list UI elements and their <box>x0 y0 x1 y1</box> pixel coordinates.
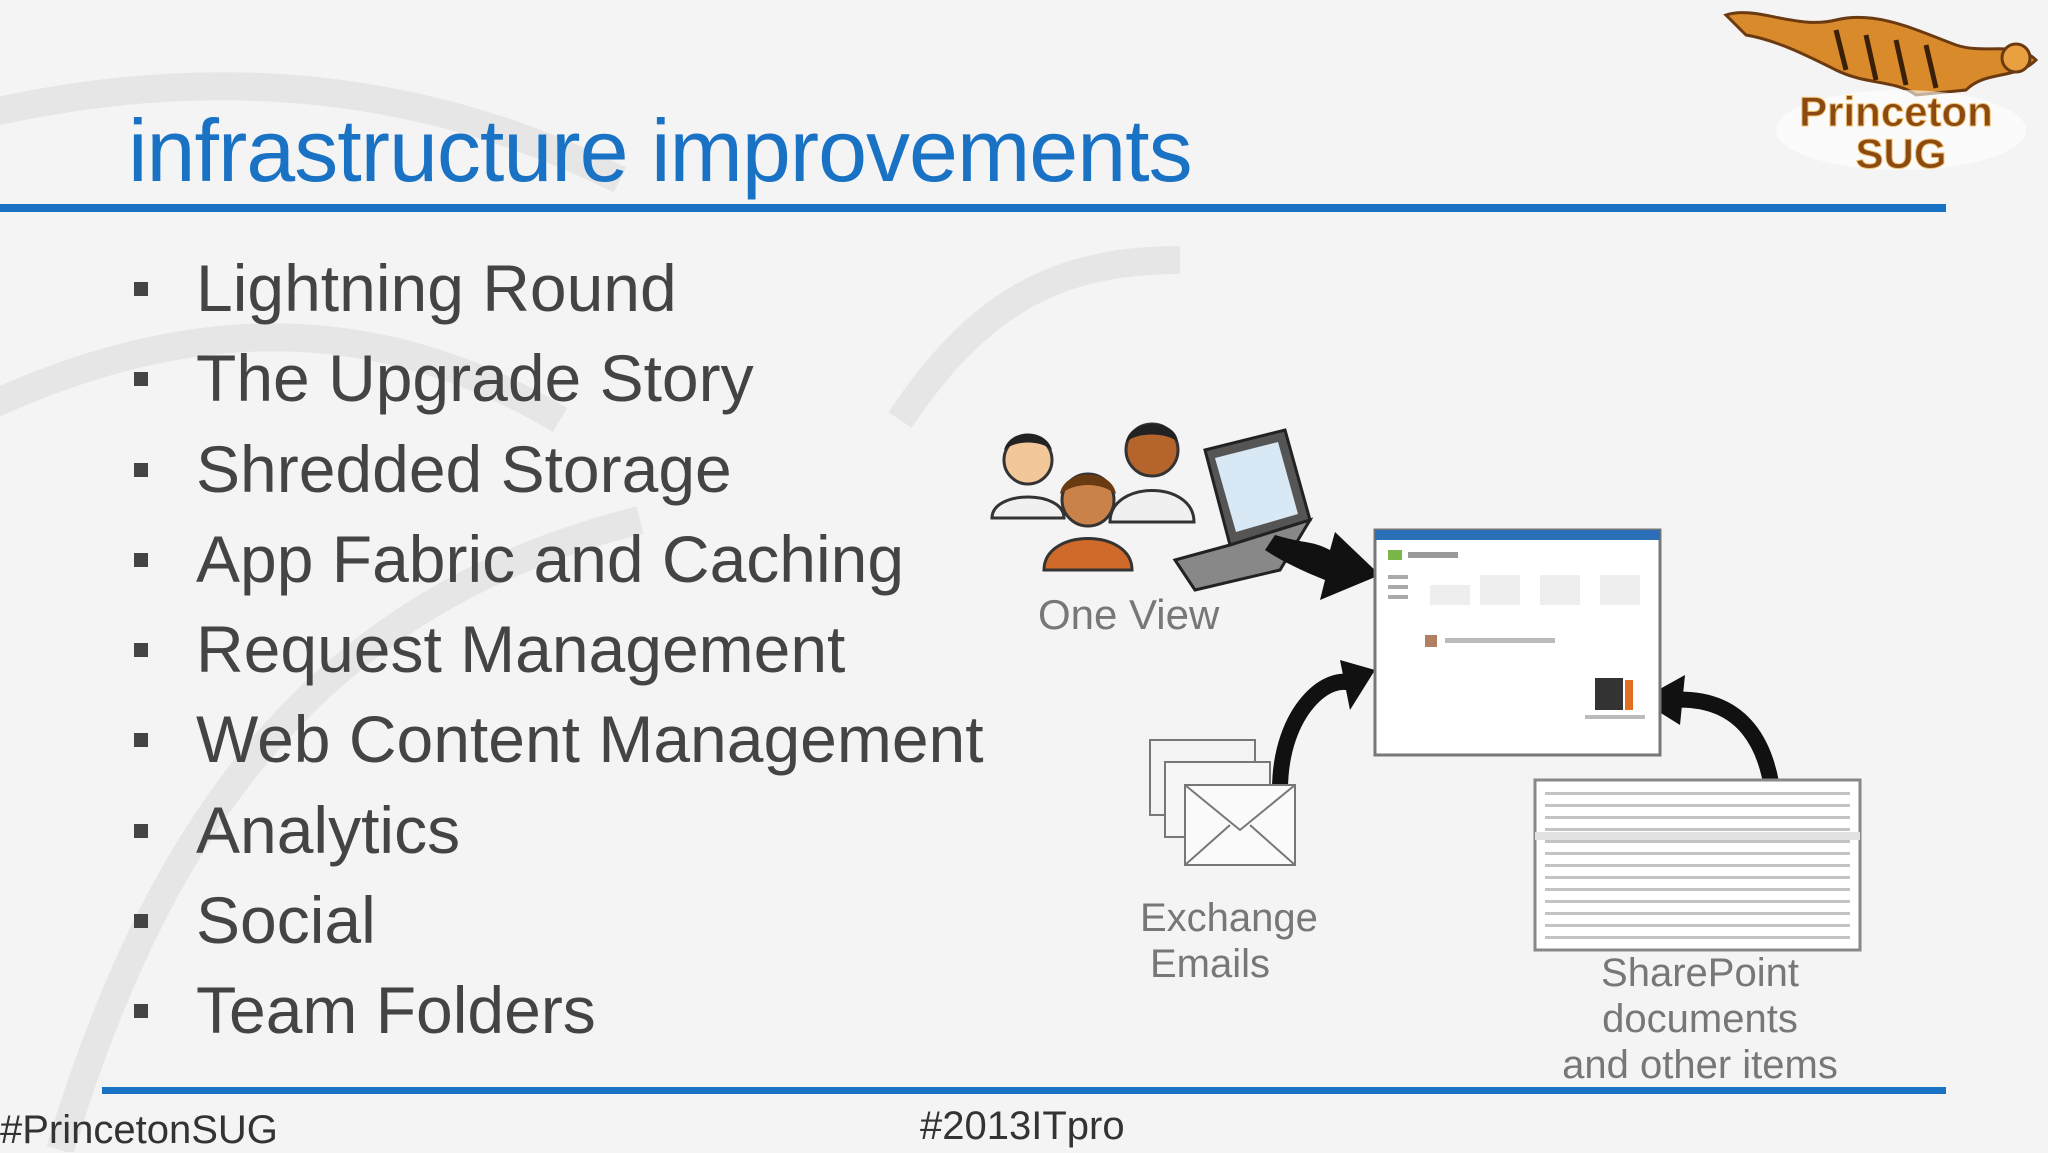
logo-text-sug: SUG <box>1855 130 1946 177</box>
bullet-icon <box>134 914 148 929</box>
page-title: infrastructure improvements <box>128 101 1193 200</box>
one-view-diagram: One View Exchange Emails SharePoint docu… <box>980 410 1900 1090</box>
bullet-icon <box>134 282 148 296</box>
diagram-graphics <box>990 422 1862 952</box>
arrow-icon <box>1340 660 1375 710</box>
tiger-icon <box>1723 11 2039 97</box>
email-envelopes-icon <box>1149 739 1296 866</box>
bullet-icon <box>134 552 148 567</box>
sharepoint-site-screenshot <box>1373 528 1662 757</box>
bullet-icon <box>134 643 148 658</box>
bullet-icon <box>134 462 148 477</box>
footer-hashtag-left: #PrincetonSUG <box>0 1108 278 1152</box>
arrow-icon <box>1265 532 1380 600</box>
document-list-screenshot <box>1533 778 1862 952</box>
arrow-icon <box>1272 673 1360 791</box>
laptop-icon <box>1172 428 1314 592</box>
title-divider <box>0 204 1946 212</box>
label-exchange-emails: Exchange Emails <box>1140 896 1318 986</box>
label-sharepoint-documents: SharePoint documents and other items <box>1562 951 1838 1087</box>
logo-text-princeton: Princeton <box>1799 88 1993 135</box>
label-one-view: One View <box>1038 591 1220 638</box>
people-icon <box>990 422 1196 572</box>
footer-divider <box>102 1087 1946 1094</box>
princeton-sug-logo: Princeton SUG <box>1723 11 2039 178</box>
footer-hashtag-center: #2013ITpro <box>920 1104 1125 1148</box>
bullet-icon <box>134 823 148 838</box>
arrow-icon <box>1640 675 1685 725</box>
bullet-icon <box>134 372 148 387</box>
bullet-icon <box>134 1004 148 1019</box>
bullet-icon <box>134 733 148 748</box>
